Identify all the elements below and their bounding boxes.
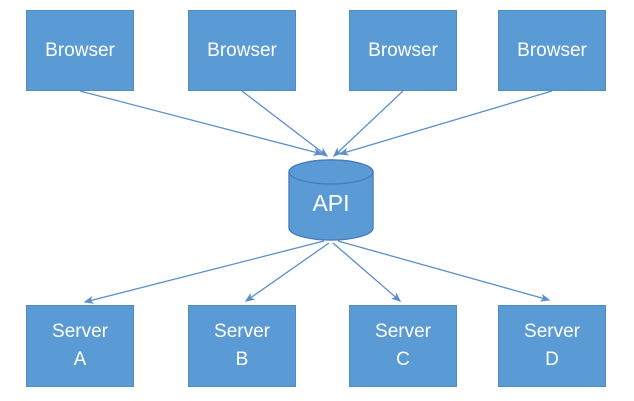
database-cylinder-icon[interactable] — [286, 157, 376, 243]
node-label: Browser — [45, 39, 115, 61]
node-label: Server — [524, 321, 580, 343]
node-server-d[interactable]: Server D — [498, 305, 606, 387]
node-sublabel: C — [396, 349, 410, 370]
node-browser-1[interactable]: Browser — [26, 10, 134, 91]
node-server-b[interactable]: Server B — [188, 305, 296, 387]
node-sublabel: D — [545, 349, 559, 370]
connector-api-to-server-c — [332, 242, 402, 302]
node-label: Server — [214, 321, 270, 343]
connector-browser-1-to-api — [79, 90, 324, 156]
connector-browser-4-to-api — [338, 90, 553, 156]
node-browser-2[interactable]: Browser — [188, 10, 296, 91]
node-sublabel: A — [73, 349, 87, 370]
node-browser-3[interactable]: Browser — [349, 10, 457, 91]
node-api: API — [286, 166, 376, 240]
connector-api-to-server-a — [83, 240, 325, 304]
node-server-a[interactable]: Server A — [26, 305, 134, 387]
node-server-c[interactable]: Server C — [349, 305, 457, 387]
node-sublabel: B — [235, 349, 249, 370]
node-label: Browser — [517, 39, 587, 61]
node-label: Server — [375, 321, 431, 343]
node-browser-4[interactable]: Browser — [498, 10, 606, 91]
node-label: Server — [52, 321, 108, 343]
connector-api-to-server-b — [244, 242, 330, 302]
connector-api-to-server-d — [337, 240, 551, 302]
node-label: API — [312, 189, 350, 216]
node-label: Browser — [207, 39, 277, 61]
connector-browser-3-to-api — [332, 90, 404, 158]
node-label: Browser — [368, 39, 438, 61]
connector-browser-2-to-api — [241, 90, 329, 157]
